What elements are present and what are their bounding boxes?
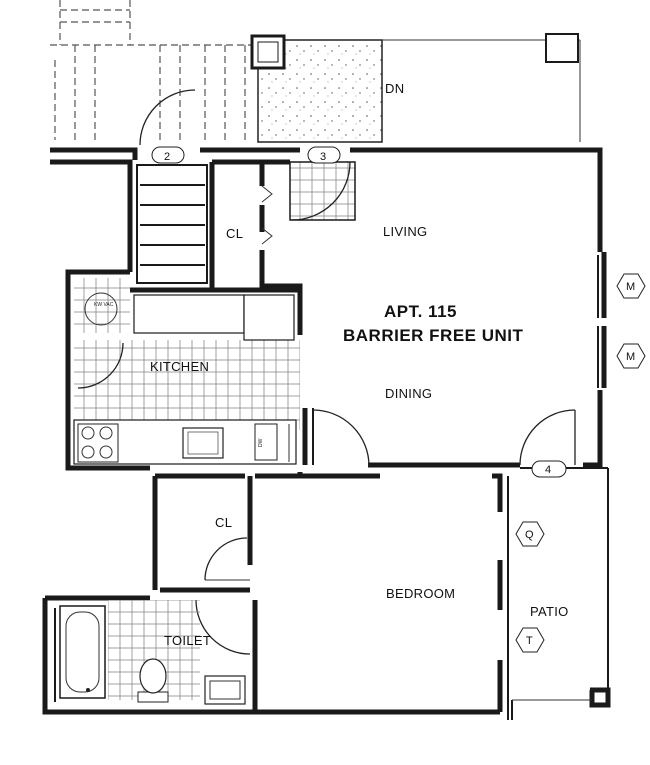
kitchen-area: DW KW VAC (73, 278, 300, 465)
door-tag-entry-main: 3 (307, 146, 341, 164)
unit-subtitle: BARRIER FREE UNIT (343, 326, 524, 345)
bedroom-closet-label: CL (215, 515, 232, 530)
svg-text:M: M (626, 351, 635, 363)
svg-text:3: 3 (320, 151, 326, 163)
stairs (136, 164, 208, 284)
kitchen-label: KITCHEN (150, 359, 209, 374)
door-tag-patio: 4 (531, 460, 567, 478)
living-closet-label: CL (226, 226, 243, 241)
symbol-t: T (515, 627, 545, 653)
bathroom-fixtures (59, 600, 246, 705)
bedroom-door-swing (312, 409, 370, 467)
entry-door-swing (291, 161, 351, 221)
symbol-m2: M (616, 343, 646, 369)
door-tag-entry-stair: 2 (151, 146, 185, 164)
living-label: LIVING (383, 224, 427, 239)
down-label: DN (385, 81, 404, 96)
living-closet (261, 185, 273, 245)
bedroom-label: BEDROOM (386, 586, 455, 601)
patio-door-swing (519, 409, 576, 466)
symbol-q: Q (515, 521, 545, 547)
bedroom-closet-door (204, 537, 248, 581)
landing-pad: DN (250, 33, 581, 143)
svg-text:T: T (526, 635, 533, 647)
symbol-m1: M (616, 273, 646, 299)
svg-text:Q: Q (525, 529, 534, 541)
svg-text:4: 4 (545, 464, 551, 476)
walls (42, 147, 611, 720)
dishwasher-label: DW (258, 438, 264, 447)
svg-text:M: M (626, 281, 635, 293)
toilet-label: TOILET (164, 633, 211, 648)
exterior-walkway (50, 0, 255, 146)
dining-label: DINING (385, 386, 432, 401)
svg-text:2: 2 (164, 151, 170, 163)
patio-label: PATIO (530, 604, 569, 619)
unit-title: APT. 115 (384, 302, 457, 321)
kw-vac-label: KW VAC (94, 302, 114, 308)
